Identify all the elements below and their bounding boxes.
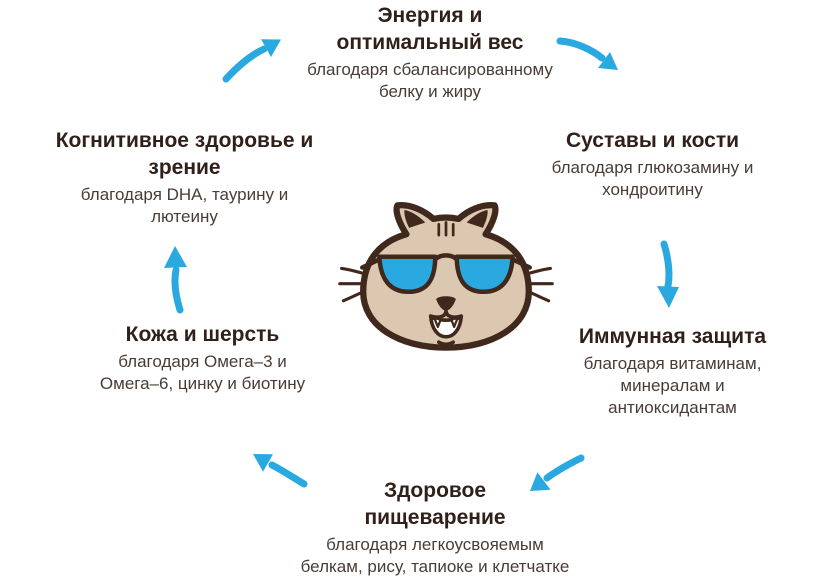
arrow-up-right-icon [222,39,281,83]
cat-inner-ears [404,209,488,228]
cat-chin-line [437,340,455,347]
cat-fangs [433,316,459,329]
cat-with-sunglasses-icon [338,201,554,351]
cat-nose [436,296,456,311]
sunglasses-lenses [377,254,515,295]
arrow-down-right-icon [556,37,618,70]
cat-whiskers [338,266,554,303]
cat-forehead-marks [437,221,455,237]
cat-head [360,201,532,351]
node-immune-protection: Иммунная защита благодаря витаминам,мине… [550,323,795,419]
node-title: Кожа и шерсть [125,323,280,346]
arrow-up-icon [164,246,187,314]
arrow-up-left-icon [253,454,308,488]
node-title: Суставы и кости [565,129,740,152]
arrow-down-left-icon [530,454,585,491]
arrow-down-icon [657,240,679,308]
node-title: Иммунная защита [578,325,767,348]
